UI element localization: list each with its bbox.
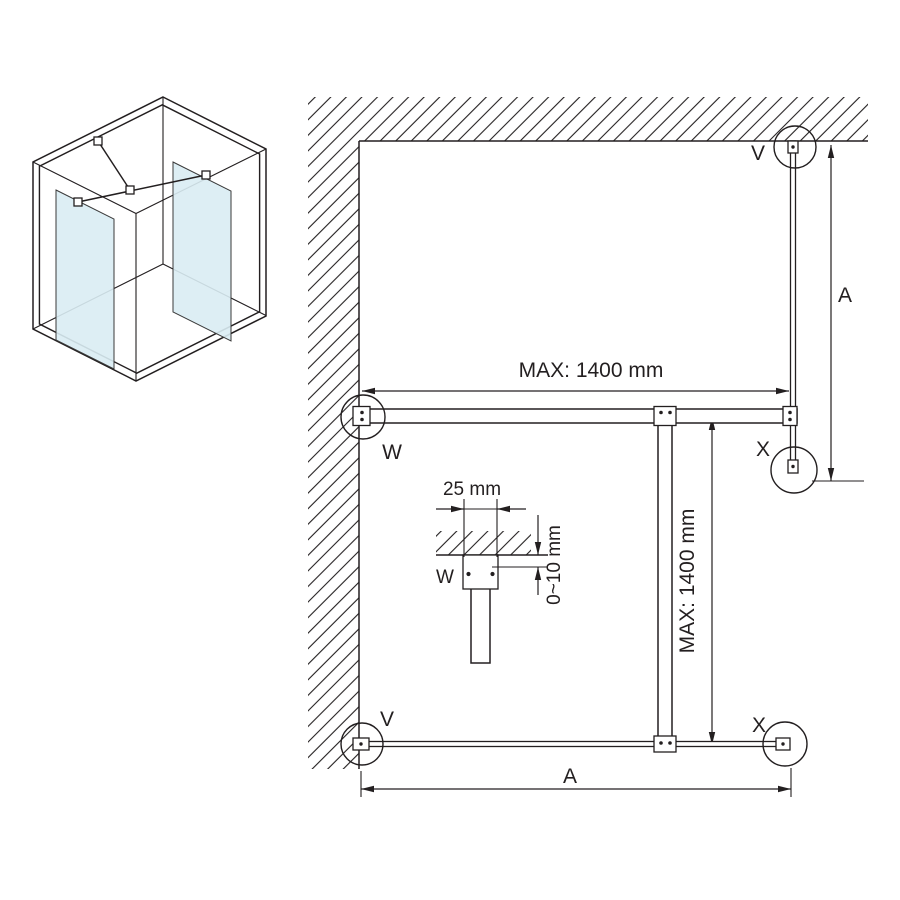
screw-dot xyxy=(360,410,364,415)
detail-screw-dot xyxy=(466,571,471,577)
label-v-bottom: V xyxy=(380,708,394,731)
isometric-preview xyxy=(32,96,267,382)
screw-dot xyxy=(668,741,672,745)
rod-clamp xyxy=(73,197,83,207)
support-rod-cross xyxy=(77,174,207,203)
label-x-bottom: X xyxy=(752,714,766,737)
rod-clamp xyxy=(93,136,103,146)
top-wall-hatch xyxy=(308,97,868,141)
bracket-body xyxy=(653,735,677,753)
callout-circle-v-top xyxy=(773,125,817,169)
wall-bracket-w xyxy=(352,405,371,427)
t-joint-bracket xyxy=(653,405,677,427)
callout-circle-v-bottom xyxy=(340,722,384,766)
detail-gap-label: 0~10 mm xyxy=(544,525,565,605)
dim-a-right-label: A xyxy=(838,284,852,307)
callout-circle-x-right xyxy=(770,446,818,494)
screw-dot xyxy=(359,742,363,746)
dim-max-width-label: MAX: 1400 mm xyxy=(519,359,664,382)
detail-label-w: W xyxy=(436,567,454,588)
screw-dot xyxy=(659,410,663,415)
rod-clamp xyxy=(201,170,211,180)
plan-view: MAX: 1400 mm A MAX: 1400 mm A xyxy=(308,97,868,797)
panel-end-bracket-x xyxy=(782,405,798,427)
frame-edge-top-left xyxy=(32,161,137,214)
glass-panel-profile-horizontal xyxy=(358,408,798,424)
screw-dot xyxy=(781,742,785,746)
bracket-body xyxy=(782,405,798,427)
bottom-joint-bracket xyxy=(653,735,677,753)
rod-clamp xyxy=(125,185,135,195)
dim-max-depth-label: MAX: 1400 mm xyxy=(676,509,699,654)
screw-dot xyxy=(788,410,792,415)
dim-a-bottom-label: A xyxy=(563,765,577,788)
label-w-wall: W xyxy=(382,441,402,464)
left-wall-hatch xyxy=(308,141,359,769)
strut-end-x-bottom xyxy=(775,737,791,751)
screw-dot xyxy=(360,417,364,422)
support-rod-wall xyxy=(97,140,131,191)
screw-dot xyxy=(788,417,792,422)
label-v-top: V xyxy=(751,142,765,165)
glass-panel-profile-vertical xyxy=(657,415,673,748)
screw-dot xyxy=(659,741,663,745)
label-x-right: X xyxy=(756,438,770,461)
frame-outline-inner xyxy=(38,104,261,374)
screw-dot xyxy=(791,145,795,149)
bracket-body xyxy=(653,405,677,427)
strut-top-wall-mount xyxy=(787,140,799,154)
strut-end-x-right xyxy=(787,459,799,474)
detail-wall-hatch xyxy=(436,531,531,555)
callout-circle-x-bottom xyxy=(762,721,808,767)
detail-screw-dot xyxy=(490,571,495,577)
support-strut-bottom xyxy=(358,740,784,748)
detail-dim-25-label: 25 mm xyxy=(443,479,501,500)
glass-panel-right xyxy=(172,161,232,342)
glass-panel-left xyxy=(55,189,115,370)
screw-dot xyxy=(668,410,672,415)
callout-circle-w xyxy=(340,394,386,440)
mount-detail: 25 mm 0~10 mm W xyxy=(436,479,565,664)
bracket-body xyxy=(352,405,371,427)
strut-left-wall-mount xyxy=(352,737,370,751)
screw-dot xyxy=(791,464,795,469)
